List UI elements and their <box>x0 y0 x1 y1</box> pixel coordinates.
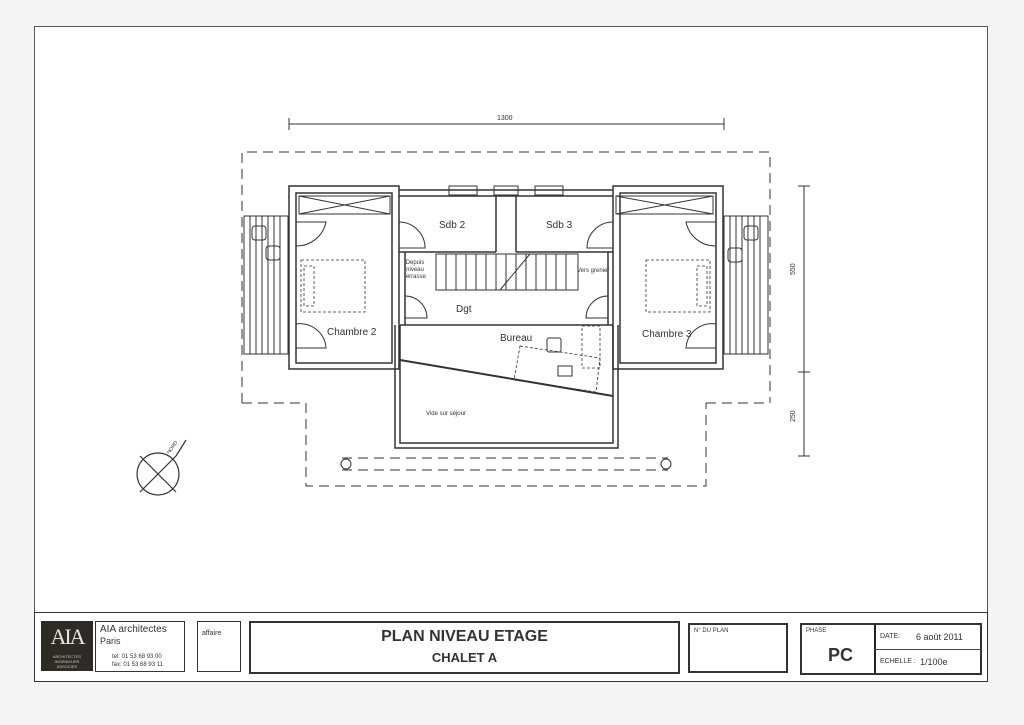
post-right <box>660 458 672 470</box>
date-label: DATE: <box>880 633 901 640</box>
phase-value: PC <box>828 645 854 665</box>
plan-title: PLAN NIVEAU ETAGE <box>381 628 548 645</box>
firm-name: AIA architectes <box>100 624 167 635</box>
stair-note-depuis-line-2: niveau <box>406 267 424 273</box>
firm-fax: fax: 01 53 68 93 11 <box>112 662 163 668</box>
scale-label: ECHELLE : <box>880 658 916 665</box>
bed-chambre-3 <box>645 259 711 313</box>
balcony-left <box>243 215 289 355</box>
phase-label: PHASE <box>806 628 827 634</box>
firm-logo-sub-1: ARCHITECTES <box>52 654 82 659</box>
dimension-line-width <box>288 118 725 130</box>
firm-logo-mark: AIA <box>50 624 85 649</box>
staircase <box>435 253 579 291</box>
plan-number-label: N° DU PLAN <box>694 628 729 634</box>
dimension-line-depth <box>798 185 810 457</box>
dimension-balcony-label: 250 <box>790 410 797 422</box>
stair-note-depuis: Depuis niveau terrasse <box>398 260 432 281</box>
wardrobes <box>298 195 714 215</box>
plan-number-box: N° DU PLAN <box>688 623 788 673</box>
room-label-chambre-2: Chambre 2 <box>327 327 377 338</box>
firm-logo-sub-2: INGENIEURS <box>54 659 80 664</box>
drawing-sheet <box>34 26 988 682</box>
interior-partitions <box>399 196 613 325</box>
firm-info-box: AIA architectes Paris tel: 01 53 68 93 0… <box>95 621 185 672</box>
office-desk <box>513 325 601 393</box>
exterior-walls <box>288 185 724 449</box>
room-label-chambre-3: Chambre 3 <box>642 329 692 340</box>
room-label-bureau: Bureau <box>500 333 533 344</box>
office-chair <box>546 337 573 377</box>
dimension-depth-label: 550 <box>790 263 797 275</box>
stair-note-vers-grenier: Vers grenier <box>577 268 610 274</box>
plan-title-box: PLAN NIVEAU ETAGE CHALET A <box>249 621 680 674</box>
firm-logo-sub-3: ASSOCIES <box>56 664 78 669</box>
roof-outline-dashed <box>241 151 771 487</box>
firm-city: Paris <box>100 636 121 646</box>
stair-note-depuis-line-1: Depuis <box>405 260 425 266</box>
bed-chambre-2 <box>300 259 366 313</box>
affaire-box: affaire <box>197 621 241 672</box>
door-swings <box>295 221 717 349</box>
balcony-right <box>723 215 769 355</box>
post-left <box>340 458 352 470</box>
scale-value: 1/100e <box>920 657 948 667</box>
firm-tel: tel: 01 53 68 93 00 <box>112 654 162 660</box>
room-label-sdb-3: Sdb 3 <box>546 220 573 231</box>
stair-note-depuis-line-3: terrasse <box>404 274 426 280</box>
firm-logo: AIA ARCHITECTES INGENIEURS ASSOCIES <box>41 621 93 671</box>
balcony-chairs <box>251 225 759 263</box>
void-edge <box>399 359 614 397</box>
room-label-vide: Vide sur séjour <box>426 411 466 417</box>
room-label-sdb-2: Sdb 2 <box>439 220 466 231</box>
room-label-dgt: Dgt <box>456 304 472 315</box>
date-scale-divider <box>874 649 980 650</box>
plan-subtitle: CHALET A <box>431 650 498 665</box>
dimension-width-label: 1300 <box>497 115 513 122</box>
windows-north <box>448 185 564 196</box>
north-compass <box>136 439 187 496</box>
affaire-label: affaire <box>202 630 222 637</box>
date-value: 6 août 2011 <box>916 632 963 642</box>
phase-date-box: PHASE PC DATE: 6 août 2011 ECHELLE : 1/1… <box>800 623 982 675</box>
